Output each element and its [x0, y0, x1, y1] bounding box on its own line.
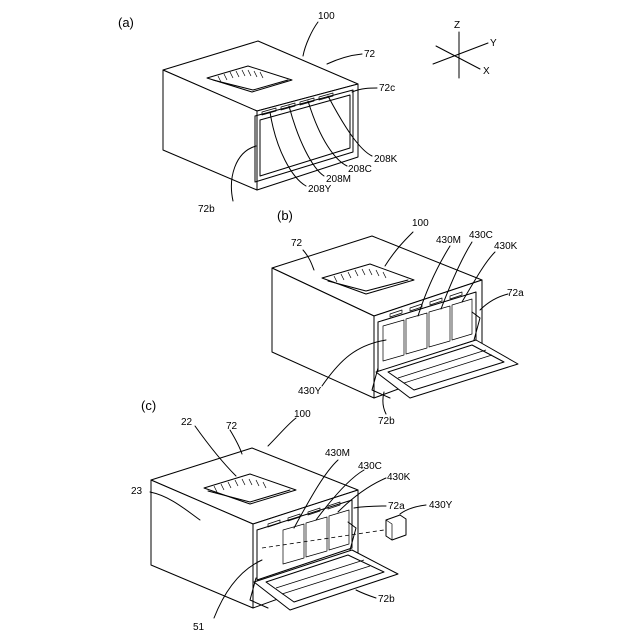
- ref-72-b: 72: [291, 238, 303, 249]
- ref-430K-b: 430K: [494, 241, 518, 252]
- ref-72a-c: 72a: [388, 501, 405, 512]
- axes-triad: Z Y X: [433, 20, 497, 78]
- ref-72b-c: 72b: [378, 594, 395, 605]
- panel-c: (c): [131, 398, 453, 633]
- ref-22-c: 22: [181, 417, 193, 428]
- axis-x-label: X: [483, 66, 490, 77]
- ref-100-b: 100: [412, 218, 429, 229]
- cartridge-430Y-removed: [386, 515, 406, 540]
- ref-430C-b: 430C: [469, 230, 493, 241]
- printer-c: [150, 418, 426, 618]
- panel-a: (a) 100: [118, 11, 497, 215]
- leader-100-c: [268, 418, 296, 446]
- axis-y-label: Y: [490, 38, 497, 49]
- axis-x: [436, 46, 480, 69]
- ref-430Y-c: 430Y: [429, 500, 453, 511]
- leader-72-c: [230, 430, 242, 454]
- ref-100-a: 100: [318, 11, 335, 22]
- leader-100-a: [303, 22, 318, 56]
- ref-100-c: 100: [294, 409, 311, 420]
- ref-72-a: 72: [364, 49, 376, 60]
- leader-72b-c: [356, 590, 376, 598]
- ref-208C-a: 208C: [348, 164, 372, 175]
- ref-51-c: 51: [193, 622, 205, 633]
- ref-23-c: 23: [131, 486, 143, 497]
- ref-208Y-a: 208Y: [308, 184, 332, 195]
- ref-430M-b: 430M: [436, 235, 461, 246]
- panel-a-label: (a): [118, 15, 134, 30]
- axis-y: [433, 43, 488, 64]
- ref-430M-c: 430M: [325, 448, 350, 459]
- ref-430Y-b: 430Y: [298, 386, 322, 397]
- ref-72c-a: 72c: [379, 83, 395, 94]
- leader-72a-b: [480, 294, 508, 310]
- axis-z-label: Z: [454, 20, 460, 31]
- leader-72a-c: [354, 506, 386, 508]
- ref-72-c: 72: [226, 421, 238, 432]
- ref-72b-b: 72b: [378, 416, 395, 427]
- panel-b-label: (b): [277, 208, 293, 223]
- ref-430C-c: 430C: [358, 461, 382, 472]
- panel-b: (b): [272, 208, 524, 427]
- ref-72a-b: 72a: [507, 288, 524, 299]
- ref-208K-a: 208K: [374, 154, 398, 165]
- panel-c-label: (c): [141, 398, 156, 413]
- ref-430K-c: 430K: [387, 472, 411, 483]
- leader-72-a: [327, 54, 362, 64]
- ref-72b-a: 72b: [198, 204, 215, 215]
